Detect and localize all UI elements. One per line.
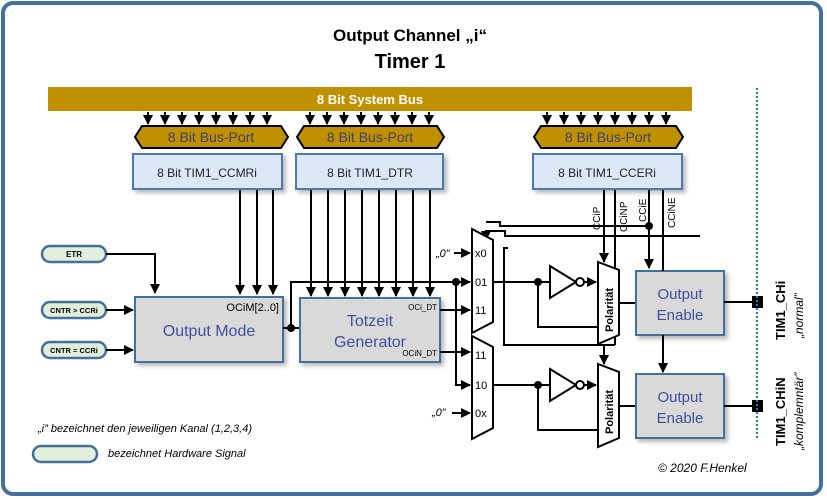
polarity-top-label: Polarität [604, 288, 616, 332]
deadtime-label-2: Generator [334, 334, 407, 351]
output-pin-chin: TIM1_CHiN [773, 377, 788, 446]
mux-top-in-01: 01 [475, 277, 487, 289]
mux-bottom-in-11: 11 [475, 350, 486, 362]
output-enable-top-l2: Enable [657, 307, 704, 324]
mux-top-in-11: 11 [475, 305, 486, 317]
bus-port-label: 8 Bit Bus-Port [168, 129, 254, 145]
output-enable-top-l1: Output [657, 286, 703, 303]
mux-top [471, 227, 494, 335]
polarity-bottom-label: Polarität [604, 390, 616, 434]
ccer-bit-ccinp: CCiNP [619, 201, 630, 232]
bus-port-label: 8 Bit Bus-Port [327, 129, 413, 145]
output-enable-bottom-l1: Output [657, 389, 703, 406]
mux-top-zero: „0” [435, 248, 451, 260]
output-pin-chi: TIM1_CHi [773, 281, 788, 340]
mux-bottom [471, 334, 494, 441]
ocref-wires [283, 277, 471, 390]
output-enable-bottom [635, 373, 725, 439]
signal-cntr-eq-ccr: CNTR = CCRi [40, 340, 108, 360]
deadtime-out-ocin: OCiN_DT [402, 349, 437, 358]
polarity-mux-top [597, 260, 620, 346]
output-enable-bottom-l2: Enable [657, 410, 704, 427]
legend-signal-note: bezeichnet Hardware Signal [108, 448, 246, 460]
bus-arrows [143, 112, 671, 125]
copyright: © 2020 F.Henkel [658, 461, 747, 475]
bus-port-dtr: 8 Bit Bus-Port [295, 125, 446, 149]
signal-cntr-eq-ccr-label: CNTR = CCRi [50, 346, 98, 355]
register-ccmr [132, 153, 283, 190]
deadtime-out-oci: OCi_DT [408, 303, 437, 312]
mux-top-in-x0: x0 [475, 248, 487, 260]
system-bus-label: 8 Bit System Bus [317, 92, 423, 107]
mux-bottom-zero: „0” [431, 407, 447, 419]
signal-etr: ETR [40, 244, 108, 264]
bus-port-ccmr: 8 Bit Bus-Port [133, 125, 290, 149]
diagram-title: Output Channel „i“ [333, 26, 487, 45]
signal-cntr-gt-ccr: CNTR > CCRi [40, 300, 108, 320]
legend-signal-swatch [31, 444, 99, 464]
legend-channel-note: „i” bezeichnet den jeweiligen Kanal (1,2… [37, 423, 252, 435]
bus-port-ccer: 8 Bit Bus-Port [532, 125, 685, 149]
register-dtr-label: 8 Bit TIM1_DTR [327, 166, 413, 180]
ccmr-wires [235, 190, 278, 295]
register-ccer [532, 153, 683, 190]
register-ccmr-label: 8 Bit TIM1_CCMRi [157, 166, 257, 180]
signal-etr-label: ETR [66, 250, 82, 259]
bus-port-label: 8 Bit Bus-Port [565, 129, 651, 145]
output-mode-label: Output Mode [163, 323, 256, 340]
mux-output-wires [493, 278, 598, 431]
mux-bottom-in-10: 10 [475, 380, 487, 392]
signal-cntr-gt-ccr-label: CNTR > CCRi [50, 306, 98, 315]
diagram-subtitle: Timer 1 [375, 51, 446, 73]
output-mode-block [134, 296, 284, 363]
deadtime-block [299, 297, 441, 363]
polarity-mux-bottom [597, 362, 620, 449]
output-desc-chi: „normal” [792, 292, 806, 339]
output-enable-top [635, 270, 725, 336]
register-dtr [295, 153, 444, 190]
output-mode-port: OCiM[2..0] [226, 302, 279, 314]
output-desc-chin: „komplemntär” [792, 372, 806, 451]
ccer-bit-ccip: CCiP [592, 206, 603, 230]
system-bus [48, 87, 692, 111]
mux-bottom-in-0x: 0x [475, 408, 487, 420]
deadtime-label-1: Totzeit [347, 313, 394, 330]
inverter-top [549, 264, 597, 300]
dtr-wires [306, 190, 435, 297]
ccer-bit-ccie: CCiE [638, 198, 649, 222]
register-ccer-label: 8 Bit TIM1_CCERi [558, 166, 656, 180]
inverter-bottom [549, 367, 597, 403]
ccer-bit-ccine: CCiNE [667, 197, 678, 228]
